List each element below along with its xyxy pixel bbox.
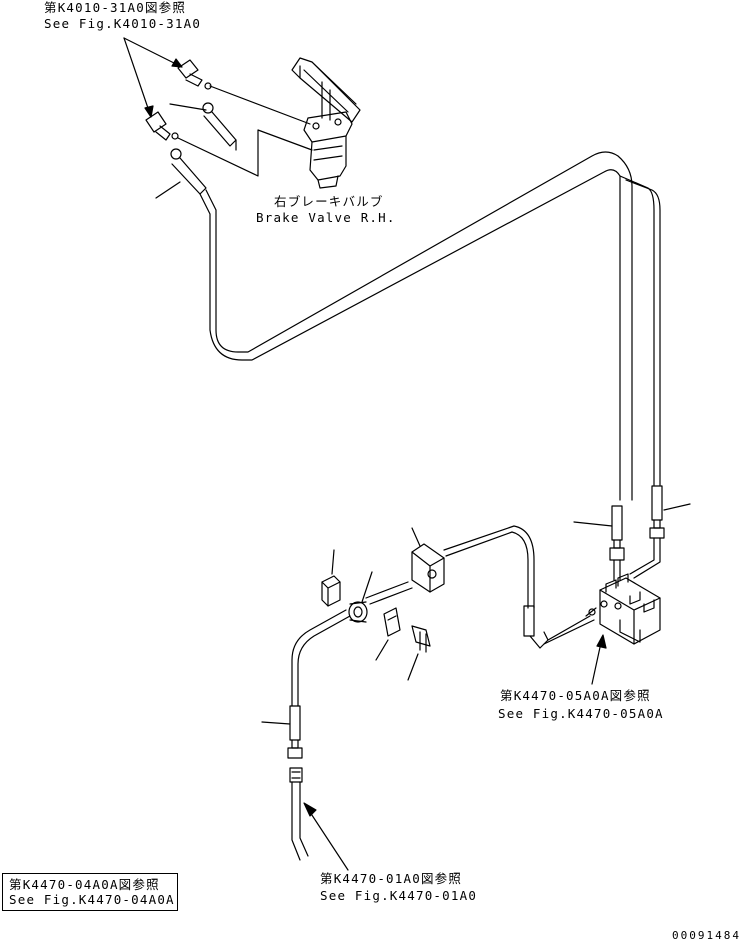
- drawing-number: 00091484: [672, 929, 741, 942]
- distribution-block: [585, 573, 661, 685]
- middle-pipe: [291, 525, 595, 707]
- brake-valve-label-jp: 右ブレーキバルブ: [274, 194, 384, 209]
- ref-k4470-04-jp: 第K4470-04A0A図参照: [9, 877, 160, 892]
- ref-k4470-01-en: See Fig.K4470-01A0: [320, 888, 478, 903]
- ref-k4470-04-en: See Fig.K4470-04A0A: [9, 892, 175, 907]
- brake-valve-assembly: [291, 57, 361, 189]
- clamp-parts: [321, 527, 445, 681]
- vertical-pipe-right: [619, 175, 661, 486]
- main-brake-pipe: [199, 151, 633, 501]
- brake-valve-label-en: Brake Valve R.H.: [256, 210, 396, 225]
- part-leaders: [155, 103, 207, 199]
- ref-k4470-01-jp: 第K4470-01A0図参照: [320, 871, 463, 886]
- top-fittings: [145, 59, 313, 195]
- ref-k4010-en: See Fig.K4010-31A0: [44, 16, 202, 31]
- reference-arrows-k4010: [123, 37, 183, 118]
- ref-k4470-05-jp: 第K4470-05A0A図参照: [500, 688, 651, 703]
- lower-hose: [261, 705, 349, 871]
- ref-k4470-05-en: See Fig.K4470-05A0A: [498, 706, 664, 721]
- boxed-reference: 第K4470-04A0A図参照 See Fig.K4470-04A0A: [2, 873, 178, 911]
- ref-k4010-jp: 第K4010-31A0図参照: [44, 0, 187, 15]
